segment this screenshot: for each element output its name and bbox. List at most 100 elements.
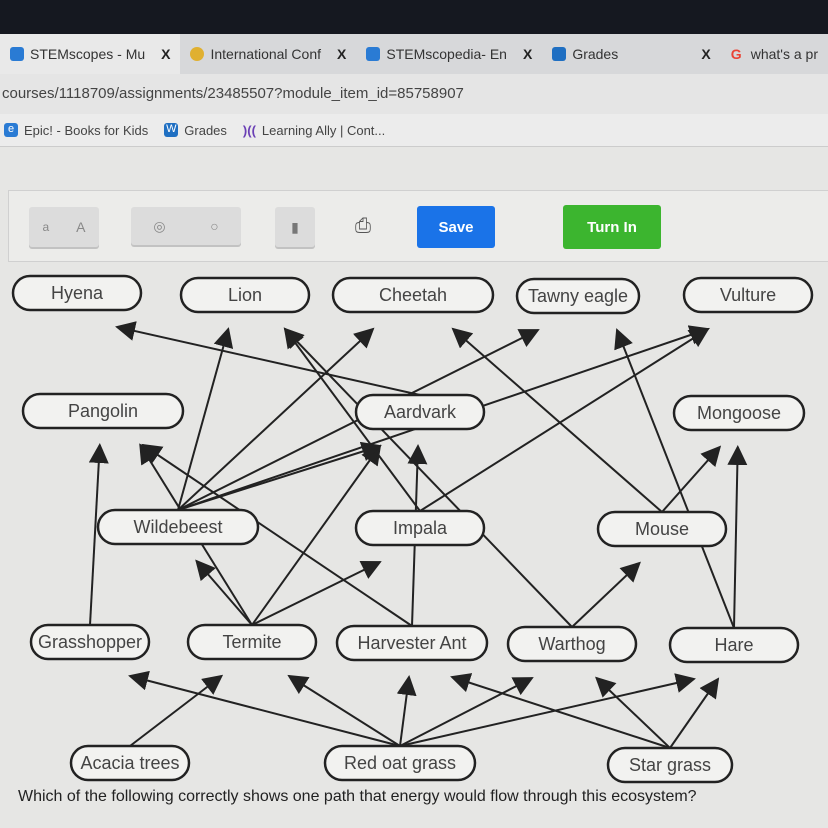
energy-arrow <box>419 327 710 512</box>
node-label: Red oat grass <box>344 753 456 773</box>
organism-node: Termite <box>186 623 318 661</box>
node-box <box>21 392 185 430</box>
energy-arrow <box>177 441 382 511</box>
close-icon[interactable]: X <box>161 46 171 62</box>
globe-icon <box>190 47 205 61</box>
save-button[interactable]: Save <box>417 206 495 248</box>
node-box <box>668 626 800 664</box>
w-icon: W <box>164 123 179 137</box>
organism-node: Mongoose <box>672 394 806 432</box>
node-label: Vulture <box>720 285 776 305</box>
organism-node: Pangolin <box>21 392 185 430</box>
organism-node: Grasshopper <box>29 623 151 661</box>
close-icon[interactable]: X <box>337 46 347 62</box>
address-bar[interactable]: courses/1118709/assignments/23485507?mod… <box>0 74 828 114</box>
node-box <box>179 276 311 314</box>
bookmark-grades[interactable]: W Grades <box>164 123 227 138</box>
node-box <box>596 510 728 548</box>
energy-arrow <box>396 675 417 747</box>
node-label: Acacia trees <box>80 753 179 773</box>
node-label: Lion <box>228 285 262 305</box>
energy-arrow <box>399 673 696 747</box>
node-box <box>29 623 151 661</box>
node-box <box>354 509 486 547</box>
energy-arrow <box>88 443 109 626</box>
organism-node: Aardvark <box>354 393 486 431</box>
tab-label: International Conf <box>210 46 322 62</box>
node-label: Aardvark <box>384 402 457 422</box>
organism-node: Wildebeest <box>96 508 260 546</box>
node-box <box>69 744 191 782</box>
node-label: Impala <box>393 518 448 538</box>
node-box <box>506 625 638 663</box>
assignment-toolbar: a A ◎ ○ ▮ ⎙ Save Turn In <box>8 190 828 262</box>
tab-grades[interactable]: Grades X <box>542 34 720 74</box>
w-icon <box>552 47 567 61</box>
close-icon[interactable]: X <box>701 46 711 62</box>
bookmark-learning-ally[interactable]: )((Learning Ally | Cont... <box>243 123 385 138</box>
tab-label: Grades <box>572 46 619 62</box>
energy-arrow <box>614 328 735 629</box>
energy-arrow <box>177 327 375 511</box>
close-icon[interactable]: X <box>522 46 533 62</box>
organism-node: Acacia trees <box>69 744 191 782</box>
tab-stemscopedia[interactable]: STEMscopedia- En X <box>356 34 542 74</box>
decrease-font-button[interactable]: a <box>42 220 50 234</box>
learning-ally-icon: )(( <box>242 122 256 138</box>
bookmark-label: Grades <box>184 122 227 138</box>
node-label: Star grass <box>629 755 711 775</box>
energy-arrow <box>128 670 401 747</box>
food-web-diagram: Hyena Lion Cheetah Tawny eagle VulturePangol… <box>11 274 814 784</box>
organism-node: Tawny eagle <box>515 277 641 315</box>
tab-label: STEMscopedia- En <box>386 46 507 62</box>
stemscopes-icon <box>10 47 24 61</box>
energy-arrow <box>450 673 671 749</box>
node-label: Pangolin <box>68 401 138 421</box>
node-label: Termite <box>222 632 281 652</box>
energy-arrow <box>251 560 382 626</box>
annotation-group: ◎ ○ <box>131 207 241 245</box>
node-box <box>606 746 734 784</box>
tab-international[interactable]: International Conf X <box>180 34 356 74</box>
energy-arrow <box>451 327 663 513</box>
tab-label: what's a pr <box>750 46 818 62</box>
node-box <box>672 394 806 432</box>
turn-in-button[interactable]: Turn In <box>563 205 661 249</box>
node-label: Cheetah <box>379 285 447 305</box>
font-size-group: a A <box>29 207 99 247</box>
notebook-button[interactable]: ▮ <box>275 207 315 247</box>
organism-node: Hare <box>668 626 800 664</box>
stemscopes-icon <box>366 47 381 61</box>
organism-node: Harvester Ant <box>335 624 489 662</box>
node-label: Mongoose <box>697 403 781 423</box>
node-label: Warthog <box>538 634 605 654</box>
organism-node: Lion <box>179 276 311 314</box>
google-icon: G <box>730 46 742 62</box>
comment-icon[interactable]: ○ <box>210 218 219 234</box>
node-box <box>331 276 495 314</box>
highlight-icon[interactable]: ◎ <box>153 217 166 234</box>
energy-arrow <box>661 445 722 513</box>
organism-node: Warthog <box>506 625 638 663</box>
print-icon[interactable]: ⎙ <box>355 215 371 237</box>
energy-arrow <box>251 444 382 626</box>
node-label: Hyena <box>51 283 104 303</box>
energy-arrow <box>287 674 401 747</box>
energy-arrow <box>571 561 641 628</box>
energy-arrow <box>283 327 573 628</box>
node-label: Hare <box>714 635 753 655</box>
node-box <box>11 274 143 312</box>
organism-node: Mouse <box>596 510 728 548</box>
bookmark-label: Epic! - Books for Kids <box>24 122 149 138</box>
node-label: Tawny eagle <box>528 286 628 306</box>
node-box <box>96 508 260 546</box>
increase-font-button[interactable]: A <box>76 219 86 235</box>
node-label: Grasshopper <box>38 632 142 652</box>
energy-arrow <box>669 677 720 749</box>
node-label: Wildebeest <box>133 517 222 537</box>
